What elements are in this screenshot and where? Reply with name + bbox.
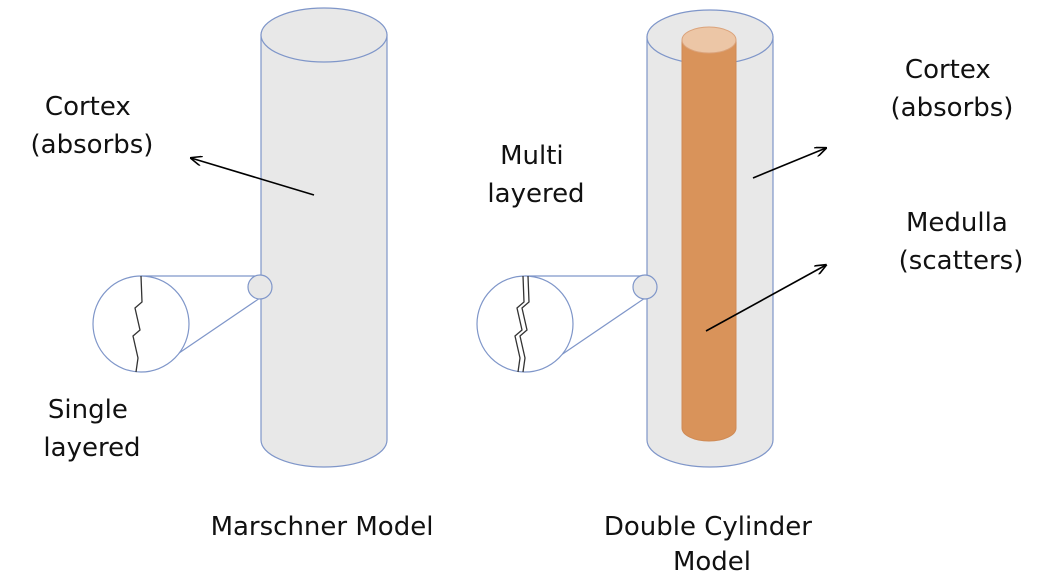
multi-layer-zigzag-inner: [519, 275, 530, 373]
medulla-cylinder-top: [681, 26, 737, 54]
marschner-caption-line: Marschner Model: [211, 512, 434, 542]
cortex-arrow: [752, 148, 826, 179]
medulla-label-line: (scatters): [899, 246, 1024, 276]
double-cylinder-caption: Double Cylinder Model: [604, 512, 820, 576]
medulla-arrow: [705, 265, 826, 332]
double-cylinder-cortex-label: Cortex (absorbs): [891, 55, 1014, 123]
marschner-zoom-callout: [92, 274, 273, 373]
medulla-label: Medulla (scatters): [899, 208, 1024, 276]
marschner-cylinder-top: [260, 7, 388, 63]
single-layered-label-line: layered: [43, 433, 140, 463]
marschner-zoom-source-circle: [247, 274, 273, 300]
multi-layer-zigzag-outer: [514, 275, 525, 373]
double-cylinder-cortex-label-line: (absorbs): [891, 93, 1014, 123]
marschner-caption: Marschner Model: [211, 512, 434, 542]
marschner-cortex-label-line: Cortex: [45, 92, 131, 122]
marschner-cortex-label-line: (absorbs): [31, 130, 154, 160]
medulla-cylinder-body: [681, 39, 737, 442]
multi-layered-label-line: layered: [487, 179, 584, 209]
double-cylinder-caption-line: Model: [673, 547, 751, 576]
multi-layered-label-line: Multi: [500, 141, 564, 171]
marschner-cylinder-body: [260, 34, 388, 468]
single-layered-label: Single layered: [43, 395, 140, 463]
single-layer-zigzag: [132, 275, 143, 373]
medulla-cylinder: [681, 26, 737, 442]
double-cylinder-cortex-label-line: Cortex: [905, 55, 991, 85]
double-cylinder-zoom-source-circle: [632, 274, 658, 300]
double-cylinder-caption-line: Double Cylinder: [604, 512, 812, 542]
multi-layered-label: Multi layered: [487, 141, 584, 209]
marschner-cylinder: [260, 7, 388, 468]
single-layered-label-line: Single: [48, 395, 128, 425]
marschner-cortex-label: Cortex (absorbs): [31, 92, 154, 160]
marschner-cortex-arrow: [191, 158, 315, 196]
double-cylinder-zoom-callout: [476, 274, 658, 373]
medulla-label-line: Medulla: [906, 208, 1008, 238]
